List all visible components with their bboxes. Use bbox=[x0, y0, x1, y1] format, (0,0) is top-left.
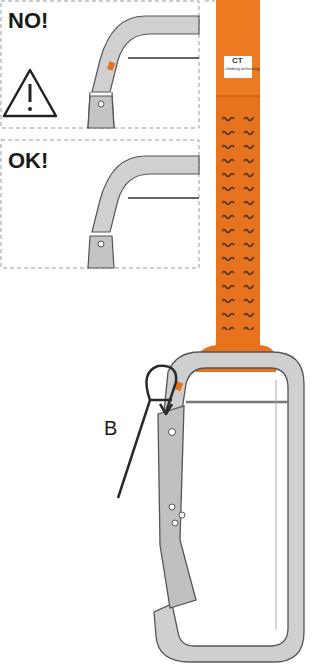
logo-mark: CT bbox=[232, 57, 243, 65]
inset-frame bbox=[1, 1, 215, 268]
inset-carabiner-no bbox=[88, 16, 199, 128]
carabiner bbox=[154, 352, 304, 662]
hook-arrow bbox=[118, 366, 176, 498]
ok-label: OK! bbox=[8, 150, 48, 172]
inset-carabiner-ok bbox=[88, 156, 199, 268]
logo-text: climbing technology bbox=[225, 67, 260, 71]
warning-triangle bbox=[4, 70, 56, 116]
callout-letter: B bbox=[104, 418, 117, 438]
sling bbox=[196, 0, 276, 372]
warning-label: NO! bbox=[8, 10, 48, 32]
